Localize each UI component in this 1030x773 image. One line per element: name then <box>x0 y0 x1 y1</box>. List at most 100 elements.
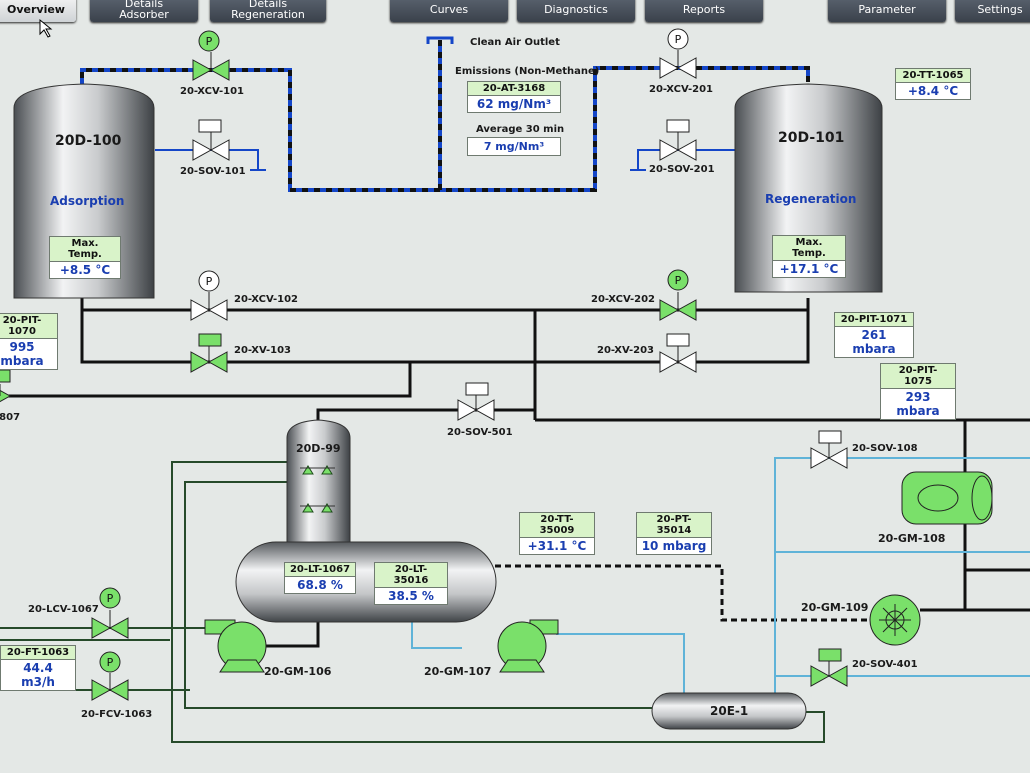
tt35009-value: +31.1 °C <box>520 538 594 554</box>
svg-text:P: P <box>107 656 114 669</box>
label-sov108: 20-SOV-108 <box>852 443 918 454</box>
pit1075-indicator[interactable]: 20-PIT-1075 293 mbara <box>880 363 956 420</box>
separator-column[interactable] <box>286 419 351 549</box>
label-xcv101: 20-XCV-101 <box>180 86 244 97</box>
tt35009-indicator[interactable]: 20-TT-35009 +31.1 °C <box>519 512 595 555</box>
actuator-sov401-icon <box>818 648 842 662</box>
dashed-suction-line <box>495 564 872 622</box>
lt1067-tag: 20-LT-1067 <box>285 563 355 577</box>
adsorber-max-temp[interactable]: Max. Temp. +8.5 °C <box>49 236 121 279</box>
pump-gm107-icon[interactable] <box>497 619 559 673</box>
label-fcv1063: 20-FCV-1063 <box>81 709 153 720</box>
average-value[interactable]: 7 mg/Nm³ <box>467 137 561 156</box>
nav-overview-label: Overview <box>7 2 65 16</box>
tt1065-value: +8.4 °C <box>896 83 970 99</box>
label-gm108: 20-GM-108 <box>878 532 946 545</box>
actuator-v807-icon <box>0 369 11 383</box>
vacuum-pump-gm109-icon[interactable] <box>869 594 921 646</box>
at3168-value: 62 mg/Nm³ <box>468 96 560 112</box>
svg-text:P: P <box>206 275 213 288</box>
svg-text:P: P <box>675 274 682 287</box>
label-gm107: 20-GM-107 <box>424 665 492 678</box>
nav-details-adsorber-button[interactable]: Details Adsorber <box>90 0 198 22</box>
nav-reports-button[interactable]: Reports <box>645 0 763 22</box>
at3168-tag: 20-AT-3168 <box>468 82 560 96</box>
label-xcv102: 20-XCV-102 <box>234 294 298 305</box>
label-xcv202: 20-XCV-202 <box>591 294 655 305</box>
svg-text:P: P <box>206 35 213 48</box>
label-gm106: 20-GM-106 <box>264 665 332 678</box>
valve-v807-icon[interactable] <box>0 386 12 406</box>
ft1063-indicator[interactable]: 20-FT-1063 44.4 m3/h <box>0 645 76 691</box>
pit1070-indicator[interactable]: 20-PIT-1070 995 mbara <box>0 313 58 370</box>
regenerator-name: 20D-101 <box>778 130 845 146</box>
regenerator-mode: Regeneration <box>765 192 857 206</box>
heat-exchanger[interactable] <box>651 692 807 730</box>
label-xv103: 20-XV-103 <box>234 345 291 356</box>
lt35016-indicator[interactable]: 20-LT-35016 38.5 % <box>374 562 448 605</box>
nav-parameter-button[interactable]: Parameter <box>828 0 946 22</box>
adsorber-max-temp-label: Max. Temp. <box>50 237 120 262</box>
clean-air-outlet-label: Clean Air Outlet <box>470 37 560 48</box>
label-v807: V-807 <box>0 412 21 423</box>
actuator-xv203-icon <box>666 333 690 347</box>
nav-overview-button[interactable]: Overview <box>0 0 76 22</box>
pump-gm106-icon[interactable] <box>204 619 267 673</box>
sov-side-lines <box>155 149 735 171</box>
positioner-lcv1067-icon <box>99 587 121 609</box>
svg-text:P: P <box>675 33 682 46</box>
pit1071-tag: 20-PIT-1071 <box>835 313 913 327</box>
positioner-xcv202-icon <box>667 269 689 291</box>
actuator-sov501-icon <box>465 382 489 396</box>
label-lcv1067: 20-LCV-1067 <box>28 604 99 615</box>
pit1075-value: 293 mbara <box>881 389 955 419</box>
blower-gm108-icon[interactable] <box>901 471 993 525</box>
lt35016-value: 38.5 % <box>375 588 447 604</box>
label-gm109: 20-GM-109 <box>801 601 869 614</box>
label-sov401: 20-SOV-401 <box>852 659 918 670</box>
positioner-fcv1063-icon <box>99 651 121 673</box>
nav-details-regeneration-button[interactable]: Details Regeneration <box>210 0 326 22</box>
average-label: Average 30 min <box>476 124 565 135</box>
ft1063-value: 44.4 m3/h <box>1 660 75 690</box>
emissions-label: Emissions (Non-Methane) <box>455 66 600 77</box>
adsorber-max-temp-value: +8.5 °C <box>50 262 120 278</box>
pit1071-indicator[interactable]: 20-PIT-1071 261 mbara <box>834 312 914 358</box>
actuator-xv103-icon <box>198 333 222 347</box>
at3168-indicator[interactable]: 20-AT-3168 62 mg/Nm³ <box>467 81 561 113</box>
mouse-cursor-icon <box>39 18 53 38</box>
label-xv203: 20-XV-203 <box>597 345 654 356</box>
nav-diagnostics-button[interactable]: Diagnostics <box>517 0 635 22</box>
pit1070-value: 995 mbara <box>0 339 57 369</box>
positioner-xcv101-icon <box>198 30 220 52</box>
nav-settings-button[interactable]: Settings <box>955 0 1030 22</box>
pt35014-value: 10 mbarg <box>637 538 711 554</box>
packing-icons <box>302 465 333 513</box>
clean-gas-line <box>80 36 810 192</box>
regenerator-max-temp-label: Max. Temp. <box>773 236 845 261</box>
horizontal-tank[interactable] <box>235 541 497 623</box>
pt35014-indicator[interactable]: 20-PT-35014 10 mbarg <box>636 512 712 555</box>
tt1065-tag: 20-TT-1065 <box>896 69 970 83</box>
label-sov201: 20-SOV-201 <box>649 164 715 175</box>
regenerator-max-temp[interactable]: Max. Temp. +17.1 °C <box>772 235 846 278</box>
svg-text:P: P <box>107 592 114 605</box>
tt1065-indicator[interactable]: 20-TT-1065 +8.4 °C <box>895 68 971 100</box>
label-sov101: 20-SOV-101 <box>180 166 246 177</box>
label-sov501: 20-SOV-501 <box>447 427 513 438</box>
lt1067-indicator[interactable]: 20-LT-1067 68.8 % <box>284 562 356 594</box>
actuator-sov201-icon <box>666 119 690 133</box>
actuator-sov101-icon <box>198 119 222 133</box>
label-xcv201: 20-XCV-201 <box>649 84 713 95</box>
positioner-xcv102-icon <box>198 270 220 292</box>
pit1075-tag: 20-PIT-1075 <box>881 364 955 389</box>
ft1063-tag: 20-FT-1063 <box>1 646 75 660</box>
tt35009-tag: 20-TT-35009 <box>520 513 594 538</box>
adsorber-name: 20D-100 <box>55 133 122 149</box>
nav-curves-button[interactable]: Curves <box>390 0 508 22</box>
pit1071-value: 261 mbara <box>835 327 913 357</box>
positioner-xcv201-icon <box>667 28 689 50</box>
adsorber-mode: Adsorption <box>50 194 125 208</box>
lt1067-value: 68.8 % <box>285 577 355 593</box>
